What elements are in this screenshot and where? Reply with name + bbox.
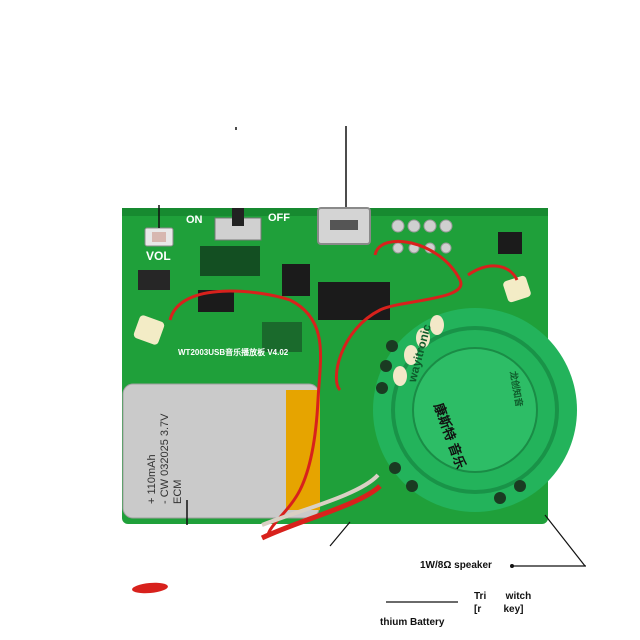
speaker-callout-dot [510, 564, 514, 568]
trigger-wire-2 [261, 473, 380, 527]
smd-components [200, 246, 260, 276]
red-wire-left [168, 289, 323, 536]
led-right [503, 275, 531, 303]
smd-group-2 [262, 322, 302, 352]
on-silk-label: ON [186, 214, 203, 226]
vol-silk-label: VOL [146, 249, 171, 263]
board-id-silk-label: WT2003USB音乐播放板 V4.02 [178, 348, 289, 357]
battery-print-line1: + 110mAh [146, 454, 158, 504]
speaker-white-terminals [393, 315, 444, 386]
red-mark [132, 582, 168, 594]
battery-tape [286, 390, 320, 510]
speaker-leader-line [544, 514, 586, 567]
off-silk-label: OFF [268, 212, 290, 224]
red-wire-speaker [334, 239, 463, 392]
led-left [133, 315, 165, 345]
battery-print-line2: - CW 032025 3.7V [159, 413, 171, 505]
trigger-callout-line1: Tri witch [474, 591, 532, 602]
speaker-rim [391, 326, 559, 494]
main-ic-chip [318, 282, 390, 320]
mid-chip [198, 290, 234, 312]
battery-print: + 110mAh - CW 032025 3.7V ECM [146, 414, 185, 505]
speaker-cone [412, 347, 538, 473]
battery-print-line3: ECM [172, 479, 184, 504]
trigger-wire [260, 484, 382, 541]
vol-button-cap [152, 232, 166, 242]
usb-port-opening [330, 220, 358, 230]
small-ic-chip [498, 232, 522, 254]
battery-connector [138, 270, 170, 290]
speaker-callout-label: 1W/8Ω speaker [420, 560, 492, 571]
battery-callout-label: thium Battery [380, 617, 445, 628]
slide-switch-knob [232, 208, 244, 226]
trigger-callout-line2: [r key] [474, 604, 524, 615]
speaker-terminal-dots [376, 340, 526, 504]
amp-ic-chip [282, 264, 310, 296]
pcb-pad-row [391, 219, 453, 254]
red-wire-led [467, 264, 519, 281]
trigger-leader-line [329, 521, 351, 547]
